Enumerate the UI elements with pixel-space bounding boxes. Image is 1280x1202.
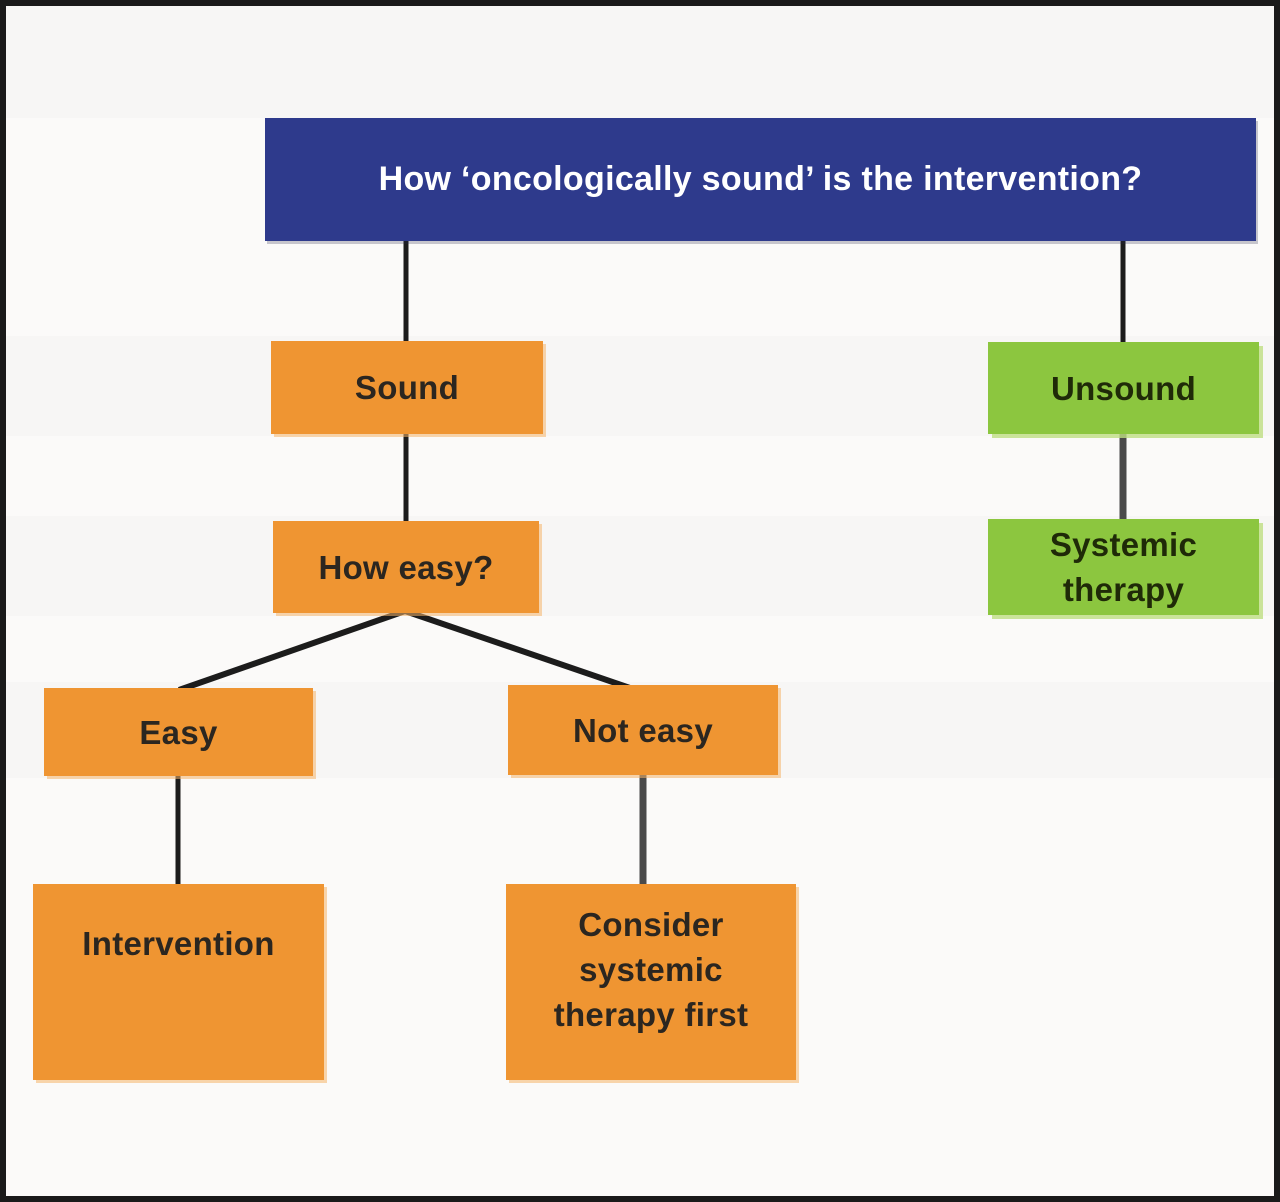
node-unsound: Unsound	[988, 342, 1259, 434]
node-not-easy: Not easy	[508, 685, 778, 775]
connector-howeasy-easy	[178, 608, 406, 693]
node-systemic-therapy: Systemic therapy	[988, 519, 1259, 615]
node-sound: Sound	[271, 341, 543, 434]
node-how-easy: How easy?	[273, 521, 539, 613]
node-intervention: Intervention	[33, 884, 324, 1080]
node-title-question: How ‘oncologically sound’ is the interve…	[265, 118, 1256, 241]
connector-howeasy-noteasy	[404, 608, 637, 693]
scan-band	[6, 6, 1274, 118]
node-easy: Easy	[44, 688, 313, 776]
node-consider-systemic-therapy-first: Consider systemic therapy first	[506, 884, 796, 1080]
